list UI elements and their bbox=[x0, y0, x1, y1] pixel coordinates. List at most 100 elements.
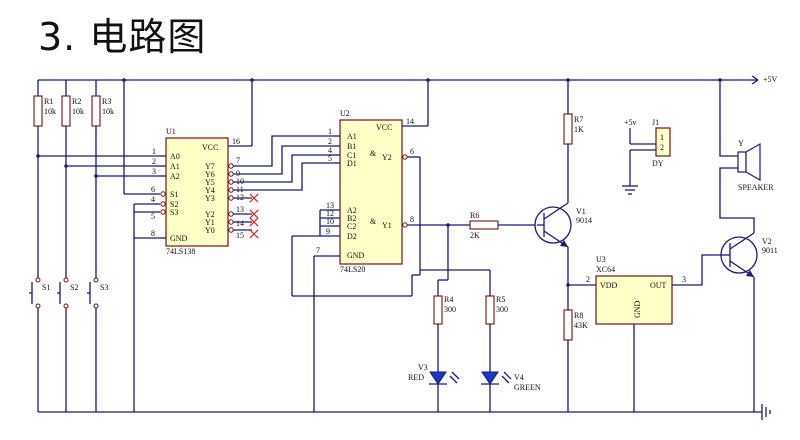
switch-s3 bbox=[87, 277, 99, 309]
led-red-icon bbox=[429, 371, 460, 385]
u1-name-a0: A0 bbox=[170, 152, 180, 161]
u1-pin-14: 14 bbox=[236, 219, 244, 228]
u1-pin-16: 16 bbox=[232, 137, 240, 146]
v4-ref: V4 bbox=[514, 373, 524, 382]
r3-value: 10k bbox=[102, 107, 114, 116]
transistor-v2-icon bbox=[720, 232, 758, 278]
decoder-to-nand-wires bbox=[233, 135, 334, 191]
u2-part: 74LS20 bbox=[340, 265, 365, 274]
u1-name-vcc: VCC bbox=[202, 143, 218, 152]
u3-name-out: OUT bbox=[650, 281, 667, 290]
v1-ref: V1 bbox=[576, 207, 586, 216]
r1-value: 10k bbox=[44, 107, 56, 116]
v4-color: GREEN bbox=[514, 383, 541, 392]
u2-gate1-pins bbox=[334, 135, 340, 164]
u2-name-b1: B1 bbox=[347, 142, 356, 151]
u2-ref: U2 bbox=[340, 109, 350, 118]
v1-part: 9014 bbox=[576, 216, 592, 225]
u1-pin-6: 6 bbox=[151, 185, 155, 194]
r2-ref: R2 bbox=[72, 97, 81, 106]
u1-name-y5: Y5 bbox=[205, 178, 215, 187]
v2-ref: V2 bbox=[762, 237, 772, 246]
v3-color: RED bbox=[408, 373, 424, 382]
r7-value: 1K bbox=[574, 125, 584, 134]
u2-name-gnd: GND bbox=[347, 251, 365, 260]
u1-pin-7: 7 bbox=[236, 156, 240, 165]
r8-ref: R8 bbox=[574, 311, 583, 320]
u3-name-gnd: GND bbox=[633, 300, 642, 318]
j1-ref: J1 bbox=[652, 118, 659, 127]
u1-pin-2: 2 bbox=[152, 157, 156, 166]
r7-ref: R7 bbox=[574, 115, 583, 124]
u3-ref: U3 bbox=[596, 255, 606, 264]
switch-s1 bbox=[29, 277, 41, 309]
u1-name-gnd: GND bbox=[170, 234, 188, 243]
u1-name-y2: Y2 bbox=[205, 210, 215, 219]
unused-output-marks bbox=[233, 193, 259, 239]
u2-name-c1: C1 bbox=[347, 151, 356, 160]
u2-pin-8: 8 bbox=[410, 215, 414, 224]
u1-name-y0: Y0 bbox=[205, 226, 215, 235]
u3-part: XC64 bbox=[596, 265, 615, 274]
u1-pin-5: 5 bbox=[151, 212, 155, 221]
u2-and-symbol-2: & bbox=[370, 217, 377, 226]
u2-pin-12: 12 bbox=[326, 209, 334, 218]
v2-part: 9011 bbox=[762, 246, 778, 255]
u1-pin-3: 3 bbox=[152, 167, 156, 176]
u2-pin-7: 7 bbox=[316, 246, 320, 255]
v3-ref: V3 bbox=[418, 363, 428, 372]
u1-name-s3: S3 bbox=[170, 208, 178, 217]
u2-name-vcc: VCC bbox=[376, 123, 392, 132]
u2-pin-4: 4 bbox=[328, 146, 332, 155]
u1-name-s2: S2 bbox=[170, 200, 178, 209]
r8-value: 43K bbox=[574, 321, 588, 330]
s2-label: S2 bbox=[70, 283, 78, 292]
r6-resistor bbox=[469, 220, 499, 230]
speaker-label: SPEAKER bbox=[738, 183, 774, 192]
u2-and-symbol-1: & bbox=[370, 149, 377, 158]
u2-name-y1: Y1 bbox=[382, 221, 392, 230]
u2-name-d2: D2 bbox=[347, 232, 357, 241]
s3-label: S3 bbox=[100, 283, 108, 292]
u2-nand-chip bbox=[339, 119, 403, 265]
u2-name-c2: C2 bbox=[347, 222, 356, 231]
u1-pin-15: 15 bbox=[236, 231, 244, 240]
u2-name-d1: D1 bbox=[347, 159, 357, 168]
u1-name-y1: Y1 bbox=[205, 218, 215, 227]
u3-chip bbox=[595, 275, 673, 325]
j1-vcc-label: +5v bbox=[624, 118, 637, 127]
ground-rail bbox=[38, 404, 771, 420]
u1-name-y4: Y4 bbox=[205, 186, 215, 195]
u3-pin-2: 2 bbox=[586, 275, 590, 284]
speaker-icon bbox=[737, 142, 761, 182]
u2-name-b2: B2 bbox=[347, 214, 356, 223]
r3-ref: R3 bbox=[102, 97, 111, 106]
u1-pin-4: 4 bbox=[151, 195, 155, 204]
u2-pin-6: 6 bbox=[410, 147, 414, 156]
s1-label: S1 bbox=[42, 283, 50, 292]
r4-value: 300 bbox=[444, 305, 456, 314]
u1-pin-13: 13 bbox=[236, 205, 244, 214]
v1-bias-network bbox=[563, 78, 596, 412]
u2-pin-5: 5 bbox=[328, 154, 332, 163]
u2-gate2-pins bbox=[291, 156, 421, 297]
switch-s2 bbox=[57, 277, 69, 309]
transistor-v1-icon bbox=[534, 202, 572, 248]
r4-ref: R4 bbox=[444, 295, 453, 304]
u1-right-pins bbox=[228, 163, 234, 233]
led-branches bbox=[407, 223, 495, 412]
r5-value: 300 bbox=[496, 305, 508, 314]
j1-connector bbox=[622, 127, 671, 195]
u3-pin-3: 3 bbox=[682, 275, 686, 284]
u2-pin-1: 1 bbox=[328, 127, 332, 136]
u1-ref: U1 bbox=[166, 127, 176, 136]
u1-name-a2: A2 bbox=[170, 172, 180, 181]
r5-ref: R5 bbox=[496, 295, 505, 304]
u1-name-y7: Y7 bbox=[205, 162, 215, 171]
page-title: 3. 电路图 bbox=[38, 15, 207, 59]
vcc-label: +5V bbox=[763, 75, 778, 84]
led-green-icon bbox=[481, 371, 512, 385]
speaker-ref: Y bbox=[738, 139, 744, 148]
u1-name-y6: Y6 bbox=[205, 170, 215, 179]
